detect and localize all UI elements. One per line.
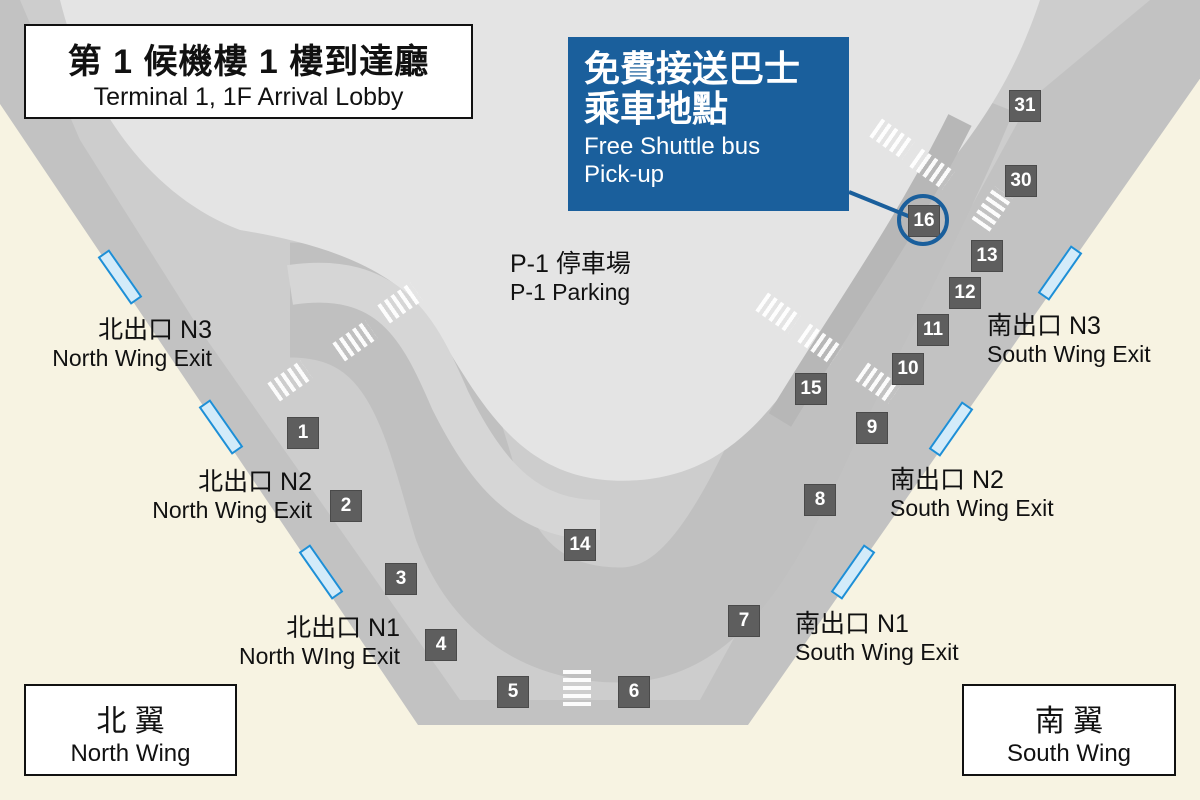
exit-label-zh: 南出口 N2 <box>890 466 1004 494</box>
bus-stop-7[interactable]: 7 <box>728 605 760 637</box>
exit-label-en: North WIng Exit <box>238 642 400 669</box>
exit-label-en: South Wing Exit <box>987 340 1151 367</box>
terminal-title-zh: 第 1 候機樓 1 樓到達廳 <box>67 43 430 81</box>
north-wing-box: 北 翼 North Wing <box>24 684 237 776</box>
crosswalk <box>563 670 591 706</box>
bus-stop-3[interactable]: 3 <box>385 563 417 595</box>
north-exit-n3-label: 北出口 N3 North Wing Exit <box>52 316 212 371</box>
shuttle-stop-highlight-circle <box>897 194 949 246</box>
exit-label-zh: 南出口 N3 <box>987 312 1101 340</box>
shuttle-pickup-callout: 免費接送巴士 乘車地點 Free Shuttle bus Pick-up <box>568 37 849 211</box>
north-exit-n1-label: 北出口 N1 North WIng Exit <box>239 614 400 669</box>
exit-label-zh: 北出口 N1 <box>286 614 400 642</box>
parking-label-zh: P-1 停車場 <box>510 250 631 278</box>
bus-stop-2[interactable]: 2 <box>330 490 362 522</box>
exit-label-zh: 南出口 N1 <box>795 610 909 638</box>
shuttle-title-en-1: Free Shuttle bus <box>584 133 761 160</box>
bus-stop-11[interactable]: 11 <box>917 314 949 346</box>
south-wing-box: 南 翼 South Wing <box>962 684 1176 776</box>
bus-stop-4[interactable]: 4 <box>425 629 457 661</box>
exit-label-en: North Wing Exit <box>152 496 312 523</box>
bus-stop-1[interactable]: 1 <box>287 417 319 449</box>
terminal-title-box: 第 1 候機樓 1 樓到達廳 Terminal 1, 1F Arrival Lo… <box>24 24 473 119</box>
shuttle-title-en-2: Pick-up <box>584 161 665 188</box>
bus-stop-13[interactable]: 13 <box>971 240 1003 272</box>
bus-stop-14[interactable]: 14 <box>564 529 596 561</box>
parking-label-en: P-1 Parking <box>510 278 631 305</box>
shuttle-title-zh-1: 免費接送巴士 <box>584 48 801 89</box>
exit-label-en: South Wing Exit <box>795 638 959 665</box>
bus-stop-8[interactable]: 8 <box>804 484 836 516</box>
north-exit-n2-label: 北出口 N2 North Wing Exit <box>152 468 312 523</box>
bus-stop-6[interactable]: 6 <box>618 676 650 708</box>
exit-label-zh: 北出口 N3 <box>98 316 212 344</box>
parking-inner-road <box>287 262 601 540</box>
bus-stop-31[interactable]: 31 <box>1009 90 1041 122</box>
exit-label-en: South Wing Exit <box>890 494 1054 521</box>
parking-label: P-1 停車場 P-1 Parking <box>510 250 631 305</box>
south-exit-n3-label: 南出口 N3 South Wing Exit <box>987 312 1151 367</box>
bus-stop-10[interactable]: 10 <box>892 353 924 385</box>
north-wing-zh: 北 翼 <box>96 705 165 738</box>
exit-label-zh: 北出口 N2 <box>198 468 312 496</box>
bus-stop-15[interactable]: 15 <box>795 373 827 405</box>
south-exit-n1-label: 南出口 N1 South Wing Exit <box>795 610 959 665</box>
exit-label-en: North Wing Exit <box>52 344 212 371</box>
bus-stop-9[interactable]: 9 <box>856 412 888 444</box>
north-wing-en: North Wing <box>70 740 191 767</box>
bus-stop-30[interactable]: 30 <box>1005 165 1037 197</box>
south-wing-en: South Wing <box>1006 740 1132 767</box>
shuttle-title-zh-2: 乘車地點 <box>584 88 729 129</box>
south-wing-zh: 南 翼 <box>1034 705 1104 738</box>
terminal-title-en: Terminal 1, 1F Arrival Lobby <box>93 83 404 111</box>
south-exit-n2-label: 南出口 N2 South Wing Exit <box>890 466 1054 521</box>
bus-stop-5[interactable]: 5 <box>497 676 529 708</box>
bus-stop-12[interactable]: 12 <box>949 277 981 309</box>
